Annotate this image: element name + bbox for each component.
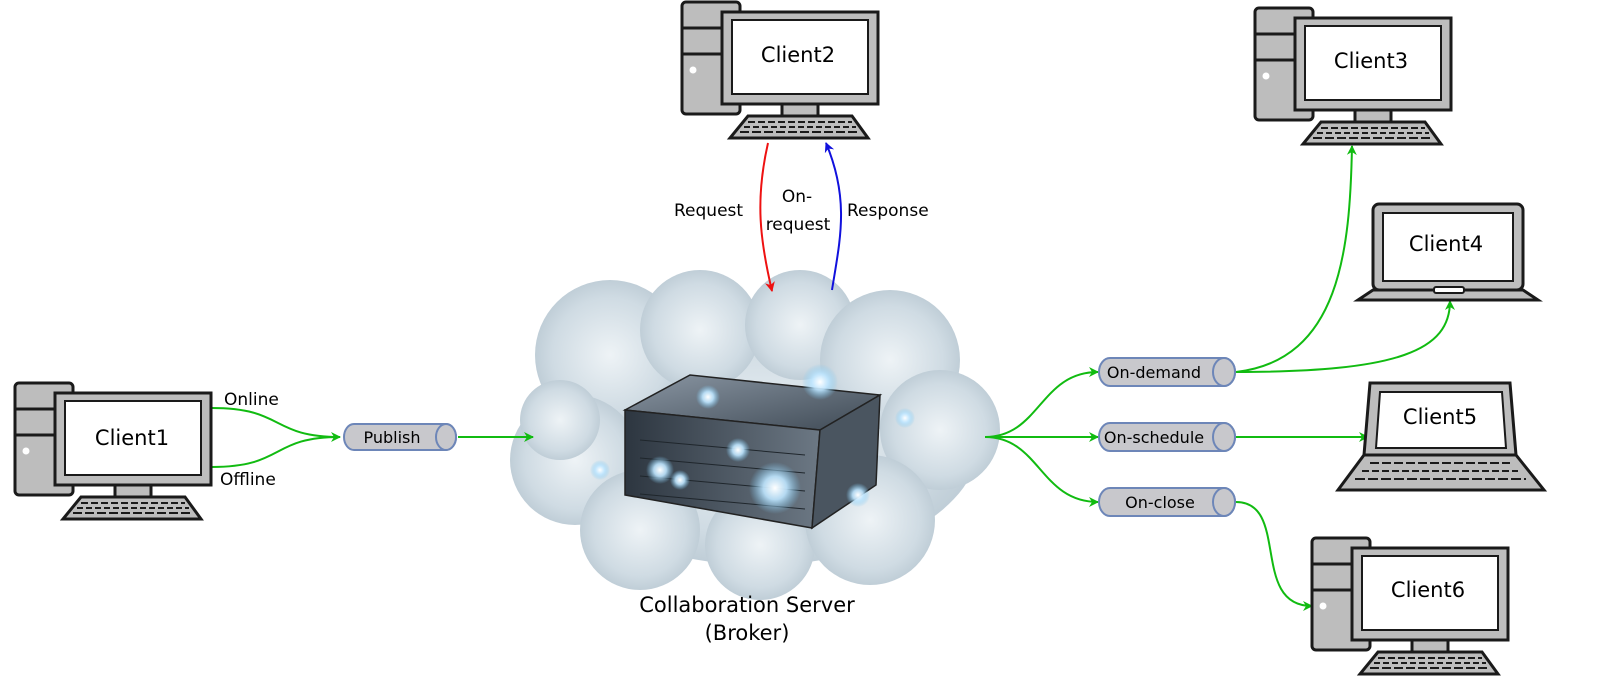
desktop-computer-icon bbox=[680, 0, 880, 140]
offline-connector bbox=[211, 436, 341, 468]
response-label: Response bbox=[847, 201, 929, 221]
desktop-computer-icon bbox=[13, 381, 213, 521]
cloud-server-icon bbox=[510, 270, 1000, 600]
client5-label: Client5 bbox=[1403, 405, 1477, 429]
request-arrow bbox=[759, 142, 775, 292]
queue-publish: Publish bbox=[343, 423, 457, 451]
client1-label: Client1 bbox=[95, 426, 169, 450]
queue-on-schedule: On-schedule bbox=[1098, 422, 1236, 452]
client4-label: Client4 bbox=[1409, 232, 1483, 256]
queue-publish-label: Publish bbox=[363, 428, 420, 447]
queue-on-close: On-close bbox=[1098, 487, 1236, 517]
client2-desktop: Client2 bbox=[680, 0, 880, 140]
queue-on-demand: On-demand bbox=[1098, 357, 1236, 387]
client4-laptop: Client4 bbox=[1353, 202, 1543, 302]
online-label: Online bbox=[224, 390, 279, 410]
desktop-computer-icon bbox=[1253, 6, 1453, 146]
client6-label: Client6 bbox=[1391, 578, 1465, 602]
on-close-to-client6 bbox=[1235, 501, 1313, 611]
queue-on-demand-label: On-demand bbox=[1107, 363, 1201, 382]
client3-label: Client3 bbox=[1334, 49, 1408, 73]
server-title: Collaboration Server bbox=[639, 593, 855, 617]
queue-on-schedule-label: On-schedule bbox=[1104, 428, 1204, 447]
online-connector bbox=[211, 407, 341, 442]
client1-desktop: Client1 bbox=[13, 381, 213, 521]
client3-desktop: Client3 bbox=[1253, 6, 1453, 146]
connectors bbox=[211, 142, 1455, 611]
on-demand-to-client3 bbox=[1235, 145, 1357, 373]
client6-desktop: Client6 bbox=[1310, 536, 1510, 676]
laptop-icon bbox=[1353, 202, 1543, 302]
request-label: Request bbox=[674, 201, 743, 221]
offline-label: Offline bbox=[220, 470, 276, 490]
on-request-label-line2: request bbox=[766, 215, 831, 235]
client5-laptop: Client5 bbox=[1335, 381, 1548, 492]
on-demand-to-client4 bbox=[1235, 300, 1455, 373]
broker-to-on-close bbox=[984, 436, 1099, 507]
response-arrow bbox=[824, 142, 843, 291]
on-request-label-line1: On- bbox=[782, 187, 812, 207]
queue-on-close-label: On-close bbox=[1125, 493, 1195, 512]
server-subtitle: (Broker) bbox=[705, 621, 790, 645]
desktop-computer-icon bbox=[1310, 536, 1510, 676]
client2-label: Client2 bbox=[761, 43, 835, 67]
broker-to-on-demand bbox=[984, 367, 1099, 438]
laptop-icon bbox=[1335, 381, 1548, 492]
